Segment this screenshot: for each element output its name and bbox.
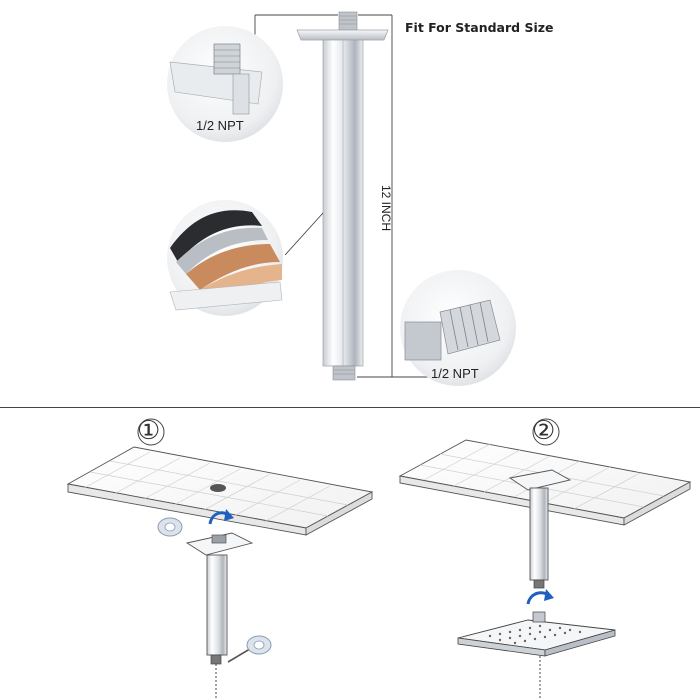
- step-1-illustration: [66, 418, 374, 698]
- nozzle-dots: [488, 624, 582, 645]
- step-2-number: ②: [532, 416, 556, 446]
- step-2-illustration: [398, 418, 692, 698]
- detail-circle-top-thread: [167, 26, 283, 142]
- section-divider: [0, 407, 700, 408]
- step-1-number: ①: [137, 416, 161, 446]
- fit-standard-size-label: Fit For Standard Size: [405, 20, 554, 35]
- shower-arm: [296, 11, 389, 381]
- thread-size-label-bottom: 1/2 NPT: [431, 366, 479, 381]
- length-label: 12 INCH: [379, 185, 393, 232]
- dimension-lines: [254, 14, 428, 378]
- detail-circle-bottom-thread: [400, 270, 516, 386]
- thread-size-label-top: 1/2 NPT: [196, 118, 244, 133]
- detail-circle-material-layers: [167, 200, 283, 316]
